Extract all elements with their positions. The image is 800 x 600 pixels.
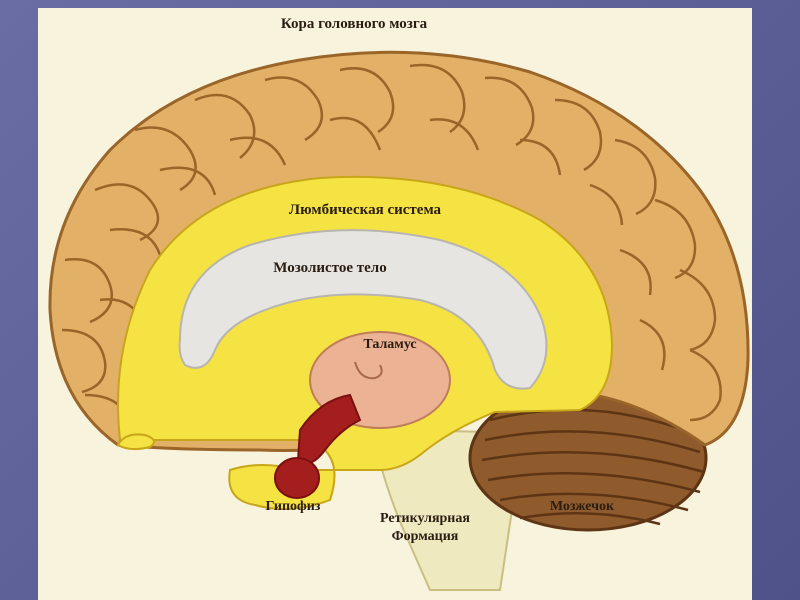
label-cortex: Кора головного мозга xyxy=(281,16,428,32)
corpus-callosum xyxy=(178,229,548,390)
pituitary-gland xyxy=(274,457,320,499)
label-thalamus: Таламус xyxy=(363,337,416,352)
label-reticular-line2: Формация xyxy=(392,529,459,544)
label-pituitary: Гипофиз xyxy=(266,499,321,514)
limbic-tip xyxy=(116,433,155,451)
label-limbic-system: Люмбическая система xyxy=(289,202,442,218)
label-corpus-callosum: Мозолистое тело xyxy=(273,260,386,276)
label-reticular-line1: Ретикулярная xyxy=(380,511,470,526)
thalamus-detail xyxy=(354,361,383,380)
label-cerebellum: Мозжечок xyxy=(550,499,615,514)
cerebellum-folia xyxy=(481,408,705,526)
